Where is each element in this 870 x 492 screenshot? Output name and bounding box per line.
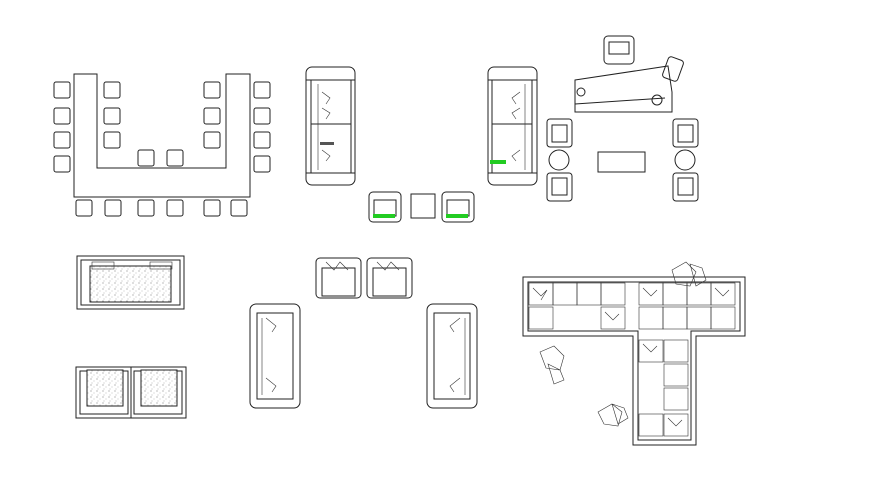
chair-center-a <box>137 149 155 167</box>
sofa-side-view-left <box>249 303 301 409</box>
reception-desk-lounge-set <box>546 35 699 202</box>
chair-group-right <box>253 81 271 173</box>
chair-group-left <box>53 81 71 173</box>
sofa-plan-right <box>487 66 538 186</box>
sectional-column <box>638 339 689 437</box>
sectional-sofa-l-shape <box>522 276 746 446</box>
office-chair <box>603 35 635 65</box>
sectional-top-row <box>528 282 736 330</box>
sofa-side-view-right <box>426 303 478 409</box>
armchair-pair-stippled <box>75 366 187 419</box>
chair-center-b <box>166 149 184 167</box>
sofa-plan-left <box>305 66 356 186</box>
reception-desk <box>574 65 673 113</box>
scattered-cushions <box>539 261 707 427</box>
conference-table-set <box>53 73 271 217</box>
accent-mark <box>490 160 506 164</box>
armchair-pair-with-side-table <box>368 191 475 223</box>
sofa-with-cushions <box>76 255 185 310</box>
chair-group-right-inner <box>203 81 221 149</box>
armchair-pair-top <box>315 257 413 299</box>
chair-group-left-inner <box>103 81 121 149</box>
chair-group-bottom <box>75 199 248 217</box>
